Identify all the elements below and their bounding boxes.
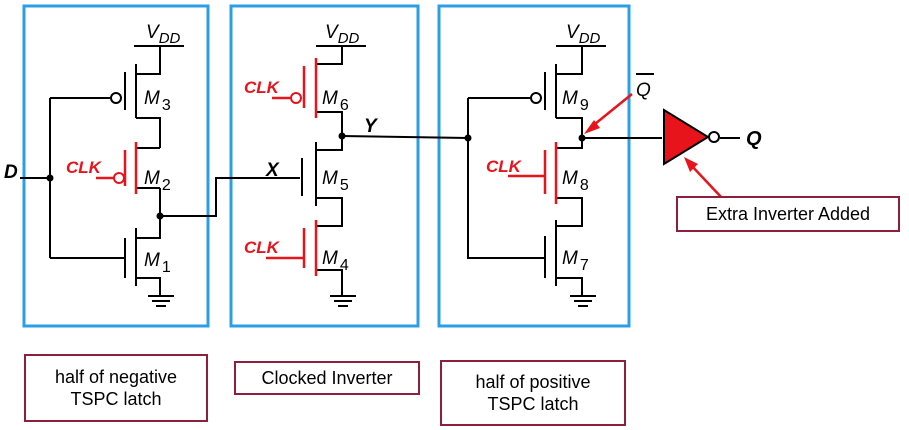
m2-gate-bubble (113, 172, 125, 184)
d-input-label: D (4, 162, 18, 183)
m9-gate-bubble (530, 92, 542, 104)
vdd-label-2: VDD (325, 22, 360, 47)
stage3-circuit (467, 45, 740, 307)
caption-stage3: half of positive TSPC latch (440, 360, 626, 426)
caption-stage2: Clocked Inverter (234, 361, 420, 395)
stage3-in-dot (464, 134, 472, 142)
clk-label-m2: CLK (66, 158, 103, 177)
stage1-out-dot (156, 212, 164, 220)
qbar-node-dot (578, 134, 586, 142)
y-node-dot (338, 132, 346, 140)
m6-clock-device (272, 58, 318, 118)
clk-label-m6: CLK (244, 78, 281, 97)
inverter-icon (663, 108, 710, 166)
d-node-dot (46, 174, 54, 182)
inverter-bubble (708, 131, 720, 143)
qbar-label: Q (636, 80, 651, 101)
stage2-circuit (301, 45, 469, 307)
vdd-label-3: VDD (566, 22, 601, 47)
q-output-label: Q (746, 128, 762, 150)
clk-label-m4: CLK (244, 238, 281, 257)
stage3-box (437, 4, 631, 328)
x-node-label: X (265, 160, 280, 181)
annotation-arrows (584, 93, 723, 199)
caption-stage1: half of negative TSPC latch (24, 354, 208, 422)
m3-gate-bubble (110, 92, 122, 104)
stage1-circuit (20, 45, 300, 307)
m4-clock-device (266, 220, 318, 276)
stage1-box (22, 4, 210, 328)
m8-clock-device (508, 142, 558, 204)
caption-inverter: Extra Inverter Added (676, 196, 900, 232)
m6-gate-bubble (290, 92, 302, 104)
stage2-box (229, 4, 420, 328)
m2-clock-device (96, 142, 138, 194)
vdd-label-1: VDD (146, 22, 181, 47)
clk-label-m8: CLK (486, 157, 523, 176)
y-node-label: Y (364, 116, 379, 137)
